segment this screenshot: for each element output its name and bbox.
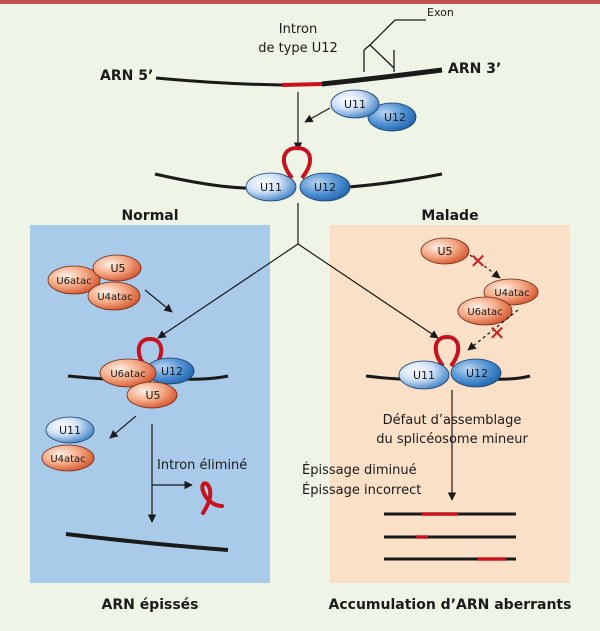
defect-label-line2: du splicéosome mineur — [376, 432, 528, 447]
u5-oval-n1 — [92, 254, 142, 282]
normal-footer: ARN épissés — [101, 597, 198, 613]
intron-loop-d — [433, 334, 461, 368]
u6atac-oval-d — [457, 296, 513, 326]
u12-label-1: U12 — [314, 181, 336, 194]
u12-label-top: U12 — [384, 111, 406, 124]
u6atac-oval-n1 — [47, 265, 101, 295]
u12-label-n: U12 — [161, 365, 183, 378]
u5-label-n2: U5 — [145, 389, 160, 402]
u4atac-oval-n1 — [87, 281, 141, 311]
branch-arrow-disease — [297, 243, 439, 339]
intron-loop-1 — [282, 145, 312, 180]
pre-mrna-intron — [281, 82, 323, 87]
intron-label-line2: de type U12 — [258, 41, 338, 56]
block-x-1: ✕ — [470, 249, 487, 273]
pre-mrna-exon-right — [321, 67, 443, 87]
arrow-release — [109, 415, 137, 439]
exon-label: Exon — [427, 6, 454, 19]
disease-title: Malade — [421, 208, 478, 224]
u11-label-top: U11 — [344, 98, 366, 111]
u4atac-label-released: U4atac — [50, 454, 85, 465]
u11-label-1: U11 — [260, 181, 282, 194]
u11-oval-top — [330, 89, 380, 119]
u12-oval-d — [450, 358, 502, 388]
splice-label-line2: Épissage incorrect — [302, 482, 421, 498]
branch-arrow-normal — [157, 243, 299, 339]
pre-mrna-exon-left — [155, 76, 283, 87]
dashed-arrow-u5 — [469, 254, 501, 279]
u11-oval-d — [398, 360, 450, 390]
defect-label-line1: Défaut d’assemblage — [383, 413, 522, 428]
block-x-2: ✕ — [489, 321, 506, 345]
arrow-tri-snrnp-in — [144, 289, 173, 313]
u4atac-label-d: U4atac — [494, 288, 529, 299]
u6atac-label-d: U6atac — [467, 307, 502, 318]
disease-footer: Accumulation d’ARN aberrants — [329, 597, 572, 613]
arrow-u11-in — [304, 107, 331, 123]
u5-oval-n2 — [126, 381, 178, 409]
u5-label-n1: U5 — [110, 262, 125, 275]
u12-oval-top — [367, 102, 417, 132]
u11-oval-1 — [245, 172, 297, 202]
u5-oval-d — [420, 237, 470, 265]
u4atac-oval-released — [41, 444, 95, 472]
normal-title: Normal — [121, 208, 178, 224]
top-rule — [0, 0, 600, 4]
dashed-arrow-tri-snrnp — [467, 309, 519, 351]
lariat-intron — [200, 481, 224, 515]
u11-label-d: U11 — [413, 369, 435, 382]
u5-label-d: U5 — [437, 245, 452, 258]
u12-oval-1 — [299, 172, 351, 202]
u6atac-oval-n2 — [99, 358, 157, 388]
rna-5-label: ARN 5’ — [100, 68, 153, 84]
rna-3-label: ARN 3’ — [448, 61, 501, 77]
spliced-mrna — [65, 532, 229, 552]
intron-removed-label: Intron éliminé — [157, 458, 247, 473]
disease-panel — [330, 225, 570, 583]
splice-label-line1: Épissage diminué — [302, 462, 417, 478]
u11-oval-released — [45, 416, 95, 444]
u6atac-label-n1: U6atac — [56, 276, 91, 287]
exon-bracket — [363, 19, 396, 72]
intron-loop-n — [136, 336, 164, 370]
u11-label-released: U11 — [59, 424, 81, 437]
intron-label-line1: Intron — [279, 22, 317, 37]
u4atac-label-n1: U4atac — [97, 292, 132, 303]
u12-label-d: U12 — [466, 367, 488, 380]
u6atac-label-n2: U6atac — [110, 369, 145, 380]
